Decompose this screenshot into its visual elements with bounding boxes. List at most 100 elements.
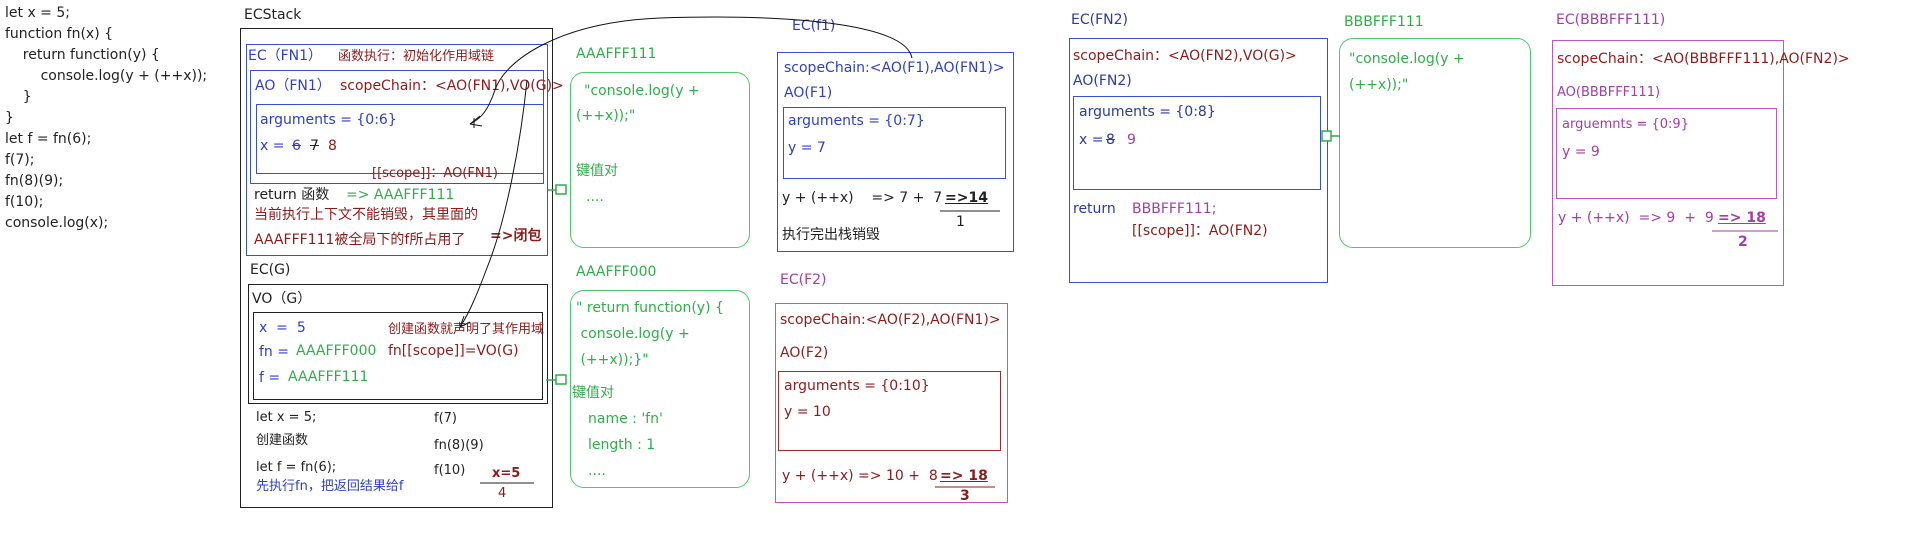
- heap-aaafff000-title: AAAFFF000: [576, 264, 657, 280]
- code-line: f(10);: [5, 194, 44, 210]
- heap-aaafff111-dots: ....: [586, 189, 604, 205]
- vo-g-fn-label: fn =: [259, 344, 289, 360]
- vo-g-note-red1: 创建函数就声明了其作用域: [388, 322, 545, 337]
- ao-fn1-scope-chain: scopeChain：<AO(FN1),VO(G)>: [340, 78, 564, 94]
- return-value: => AAAFFF111: [346, 187, 455, 203]
- ec-f2-y: y = 10: [784, 404, 831, 420]
- vo-g-vars-box: [253, 312, 543, 400]
- ec-fn2-return-label: return: [1073, 201, 1116, 217]
- ec-f1-destroy: 执行完出栈销毁: [782, 227, 880, 243]
- code-line: function fn(x) {: [5, 26, 114, 42]
- code-line: }: [5, 89, 32, 105]
- ec-f1-result-num: 1: [956, 214, 965, 230]
- vo-g-x: x = 5: [259, 320, 306, 336]
- ec-bbbfff111-calc: y + (++x) => 9 + 9: [1558, 210, 1714, 226]
- code-line: fn(8)(9);: [5, 173, 64, 189]
- scope-chain-arrow: [459, 79, 528, 328]
- arrow-head-icon: [555, 374, 567, 385]
- ec-f1-arguments: arguments = {0:7}: [788, 113, 925, 129]
- arrow-head-icon: [1321, 130, 1332, 142]
- heap-bbbfff111-code: (++x));": [1349, 77, 1409, 93]
- vo-g-fn-value: AAAFFF000: [296, 343, 377, 359]
- code-line: let f = fn(6);: [5, 131, 92, 147]
- vo-g-label: VO（G）: [252, 291, 312, 307]
- ecstack-box: [240, 28, 553, 508]
- step-left: 创建函数: [256, 433, 309, 448]
- ec-bbbfff111-title: EC(BBBFFF111): [1556, 12, 1666, 28]
- ec-f2-ao: AO(F2): [780, 345, 829, 361]
- ec-f1-scope-chain: scopeChain:<AO(F1),AO(FN1)>: [784, 60, 1005, 76]
- step-right: f(10): [434, 463, 466, 478]
- code-line: }: [5, 110, 14, 126]
- heap-bbbfff111-title: BBBFFF111: [1344, 14, 1424, 30]
- arrow-head-icon: [555, 184, 567, 195]
- ec-f2-result-num: 3: [960, 488, 970, 504]
- heap-aaafff000-length: length : 1: [588, 437, 656, 453]
- ec-fn2-return-value: BBBFFF111;: [1132, 201, 1217, 217]
- ec-bbbfff111-y: y = 9: [1562, 144, 1600, 160]
- ec-f2-arguments: arguments = {0:10}: [784, 378, 930, 394]
- ec-fn1-note2: 当前执行上下文不能销毁，其里面的: [254, 207, 478, 223]
- scope-chain-arrow: [469, 16, 913, 125]
- ec-bbbfff111-result-num: 2: [1738, 234, 1748, 250]
- ec-bbbfff111-ao: AO(BBBFFF111): [1557, 85, 1661, 100]
- ec-f1-result: =>14: [945, 190, 988, 206]
- ec-g-title: EC(G): [250, 262, 291, 278]
- heap-aaafff000-code: " return function(y) {: [576, 300, 724, 316]
- ec-f1-ao: AO(F1): [784, 85, 833, 101]
- ec-fn2-scope-ref: [[scope]]：AO(FN2): [1132, 223, 1268, 239]
- vo-g-f-label: f =: [259, 370, 281, 386]
- heap-aaafff000-box: [570, 290, 750, 488]
- heap-aaafff000-code: (++x));}": [576, 352, 649, 368]
- ec-fn2-x-value: 9: [1127, 132, 1136, 148]
- heap-aaafff111-kv: 键值对: [576, 163, 618, 179]
- ec-f2-box: [775, 303, 1008, 503]
- ec-fn2-ao: AO(FN2): [1073, 73, 1132, 89]
- heap-bbbfff111-code: "console.log(y +: [1349, 51, 1465, 67]
- ec-bbbfff111-vars-box: [1556, 108, 1777, 199]
- return-label: return 函数: [254, 187, 330, 203]
- ec-fn2-arguments: arguments = {0:8}: [1079, 104, 1216, 120]
- heap-bbbfff111-box: [1339, 38, 1531, 248]
- step-blue: 先执行fn，把返回结果给f: [256, 479, 404, 494]
- ao-fn1-x-value: 6: [292, 138, 301, 154]
- step-left: let x = 5;: [256, 410, 317, 425]
- code-line: console.log(x);: [5, 215, 109, 231]
- ec-bbbfff111-scope-chain: scopeChain：<AO(BBBFFF111),AO(FN2)>: [1557, 51, 1850, 67]
- heap-aaafff111-box: [570, 72, 750, 248]
- ec-fn1-note: 函数执行：初始化作用域链: [338, 49, 495, 64]
- vo-g-outer-box: [248, 284, 548, 404]
- ao-fn1-label: AO（FN1）: [255, 78, 331, 94]
- ec-bbbfff111-result: => 18: [1718, 210, 1766, 226]
- ec-fn1-note3: AAAFFF111被全局下的f所占用了: [254, 232, 466, 248]
- ec-fn2-box: [1069, 38, 1328, 283]
- ec-f1-y: y = 7: [788, 140, 826, 156]
- result-num: 4: [498, 486, 507, 501]
- heap-aaafff000-name: name : 'fn': [588, 411, 663, 427]
- step-right: fn(8)(9): [434, 438, 484, 453]
- ec-fn2-scope-chain: scopeChain：<AO(FN2),VO(G)>: [1073, 48, 1297, 64]
- code-line: return function(y) {: [5, 47, 160, 63]
- ao-fn1-arguments: arguments = {0:6}: [260, 112, 397, 128]
- vo-g-f-value: AAAFFF111: [288, 369, 369, 385]
- heap-aaafff000-kv: 键值对: [572, 385, 614, 401]
- ao-fn1-x-value: 7: [310, 138, 319, 154]
- ec-f1-calc: y + (++x) => 7 + 7: [782, 190, 943, 206]
- ao-fn1-x-label: x =: [260, 138, 285, 154]
- ao-fn1-vars-box: [256, 104, 544, 174]
- ecstack-title: ECStack: [244, 7, 302, 23]
- heap-aaafff111-code: (++x));": [576, 108, 636, 124]
- code-line: f(7);: [5, 152, 35, 168]
- result-x: x=5: [492, 466, 521, 481]
- ec-bbbfff111-arguments: arguemnts = {0:9}: [1562, 117, 1689, 132]
- ec-fn2-vars-box: [1073, 96, 1321, 190]
- ec-fn1-box: [246, 44, 548, 256]
- closure-label: =>闭包: [490, 228, 542, 244]
- vo-g-note-red2: fn[[scope]]=VO(G): [388, 343, 519, 359]
- ec-f2-result: => 18: [940, 468, 988, 484]
- ao-fn1-scope-ref: [[scope]]：AO(FN1): [372, 166, 498, 181]
- ec-fn2-x-label: x =: [1079, 132, 1104, 148]
- arrow-head-icon: [469, 115, 483, 127]
- ec-f1-vars-box: [783, 107, 1006, 179]
